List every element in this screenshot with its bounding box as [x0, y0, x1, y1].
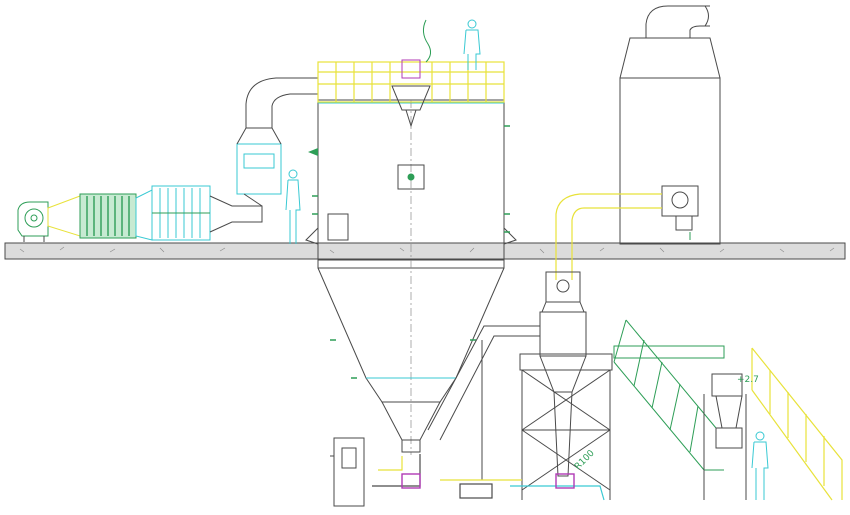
inlet-fan [17, 201, 49, 242]
product-transfer-duct [427, 325, 540, 441]
floor-slab [4, 242, 846, 260]
drying-tower [305, 99, 517, 455]
rotary-valve [401, 473, 575, 489]
cone-nozzles [330, 339, 476, 379]
radius-mark: R100 [573, 448, 597, 472]
drying-cone [317, 267, 505, 453]
exhaust-fan [661, 185, 699, 240]
lower-operator-figure [751, 431, 769, 500]
operator-platform [317, 61, 505, 103]
atomizer [391, 19, 432, 128]
control-cabinet [330, 437, 365, 507]
elevation-mark: +2.7 [737, 375, 759, 385]
high-efficiency-filter [151, 185, 211, 241]
cyclone-separator [539, 271, 587, 393]
exhaust-duct [555, 193, 662, 280]
air-inlet-arrow [308, 148, 318, 156]
filter-duct [135, 189, 153, 241]
heater-inlet-duct [209, 195, 263, 233]
cyclone-support-frame [519, 353, 613, 500]
steam-heater [236, 77, 318, 207]
sight-glass [327, 213, 349, 241]
primary-air-filter [79, 193, 137, 239]
access-stair [613, 319, 725, 471]
right-stair [751, 347, 843, 501]
top-operator-figure [463, 19, 481, 70]
inlet-duct [47, 195, 81, 237]
fines-collector [703, 373, 747, 500]
exhaust-stack [619, 5, 721, 245]
operator-figure [285, 169, 301, 244]
